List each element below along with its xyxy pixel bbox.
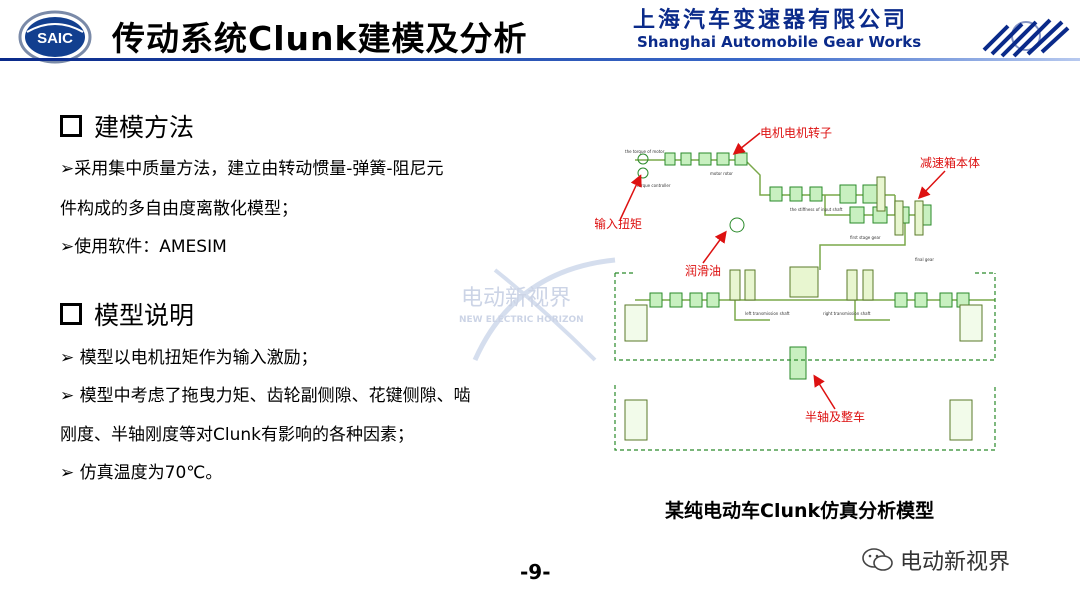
- model-line-4: ➢ 仿真温度为70℃。: [60, 463, 223, 483]
- svg-text:减速箱本体: 减速箱本体: [920, 155, 980, 170]
- section-heading-model: 模型说明: [60, 296, 194, 332]
- wechat-account-name: 电动新视界: [900, 550, 1011, 575]
- svg-text:SAIC: SAIC: [37, 30, 73, 47]
- svg-text:电机输入扭矩: 电机输入扭矩: [595, 216, 642, 231]
- header-divider: [0, 58, 1080, 61]
- svg-text:润滑油: 润滑油: [685, 264, 721, 278]
- svg-text:电动新视界: 电动新视界: [461, 286, 571, 311]
- svg-text:final gear: final gear: [915, 257, 934, 262]
- gear-works-logo: [982, 18, 1070, 58]
- method-line-2: 件构成的多自由度离散化模型；: [60, 199, 298, 219]
- wechat-source: 电动新视界: [862, 544, 1010, 576]
- svg-text:first stage gear: first stage gear: [850, 235, 881, 240]
- model-line-2: ➢ 模型中考虑了拖曳力矩、齿轮副侧隙、花键侧隙、啮: [60, 386, 471, 406]
- diagram-caption: 某纯电动车Clunk仿真分析模型: [665, 500, 935, 522]
- model-line-3: 刚度、半轴刚度等对Clunk有影响的各种因素；: [60, 425, 414, 445]
- svg-text:NEW ELECTRIC HORIZON: NEW ELECTRIC HORIZON: [459, 315, 584, 325]
- method-line-1: ➢采用集中质量方法，建立由转动惯量-弹簧-阻尼元: [60, 159, 444, 179]
- saic-logo: SAIC: [18, 10, 92, 64]
- svg-text:motor rotor: motor rotor: [710, 171, 733, 176]
- svg-text:torque controller: torque controller: [637, 183, 671, 188]
- company-name-en: Shanghai Automobile Gear Works: [637, 33, 922, 51]
- section-heading-method: 建模方法: [60, 108, 194, 144]
- page-title: 传动系统Clunk建模及分析: [112, 19, 528, 58]
- checkbox-square-icon: [60, 303, 82, 325]
- page-number: -9-: [520, 560, 551, 584]
- svg-text:left transmission shaft: left transmission shaft: [745, 311, 790, 316]
- model-line-1: ➢ 模型以电机扭矩作为输入激励；: [60, 348, 318, 368]
- watermark-logo: 电动新视界 NEW ELECTRIC HORIZON: [459, 257, 616, 362]
- checkbox-square-icon: [60, 115, 82, 137]
- wechat-icon: [862, 548, 893, 571]
- svg-text:right transmission shaft: right transmission shaft: [823, 311, 871, 316]
- svg-text:半轴及整车: 半轴及整车: [805, 409, 865, 424]
- svg-text:the torque of motor: the torque of motor: [625, 149, 665, 154]
- amesim-model-diagram: the torque of motor motor rotor torque c…: [595, 125, 996, 451]
- motor-blocks: [664, 152, 932, 226]
- company-name-cn: 上海汽车变速器有限公司: [633, 8, 909, 33]
- method-line-3: ➢使用软件：AMESIM: [60, 237, 227, 257]
- svg-text:电机电机转子: 电机电机转子: [760, 125, 832, 140]
- svg-text:the stiffness of input shaft: the stiffness of input shaft: [790, 207, 843, 212]
